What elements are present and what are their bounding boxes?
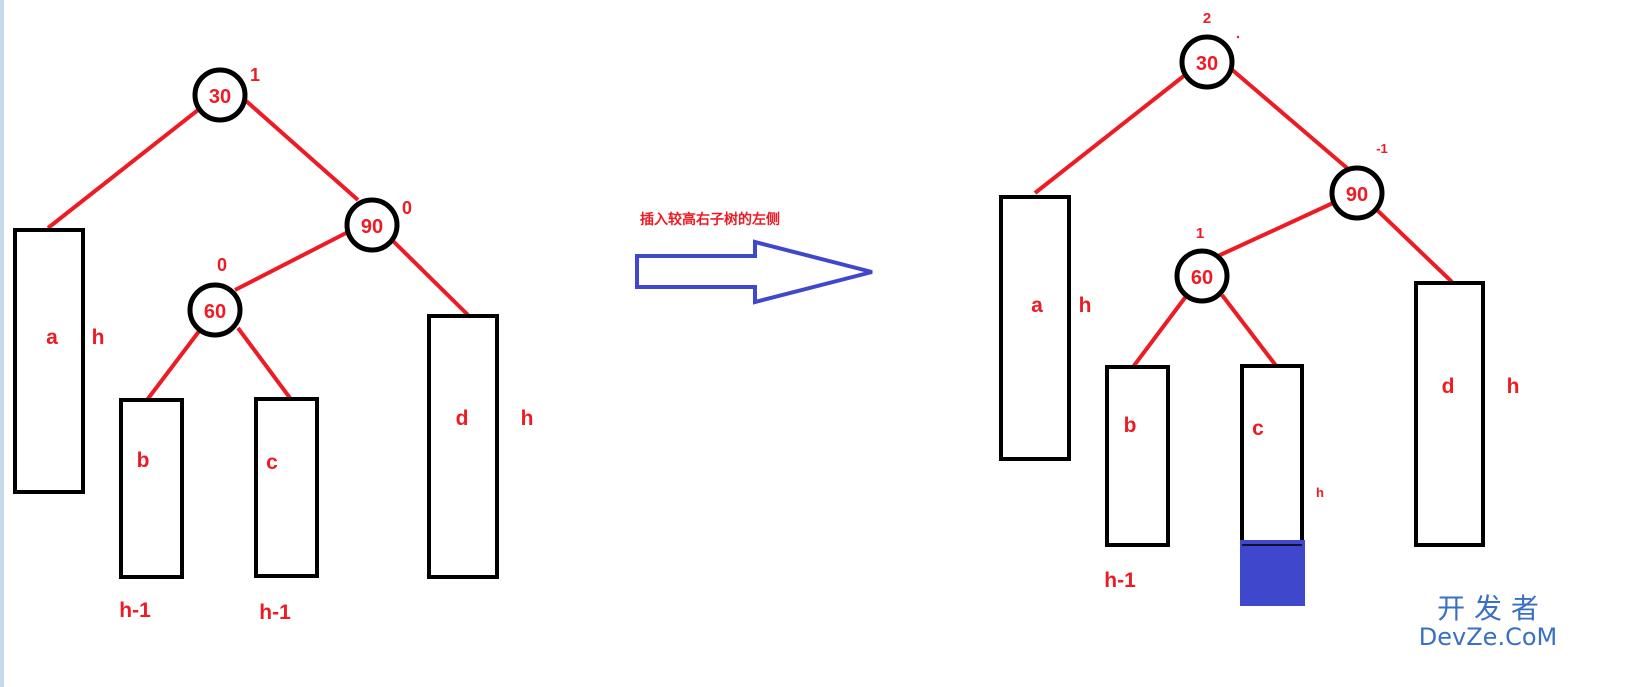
subtree-label: d bbox=[456, 407, 469, 430]
edge-90-60 bbox=[1217, 201, 1334, 258]
edge-30-90 bbox=[243, 98, 360, 202]
subtree-height: h bbox=[1507, 375, 1520, 398]
subtree-label: a bbox=[1031, 294, 1043, 317]
edge-60-b bbox=[1131, 293, 1189, 369]
left-edge-strip bbox=[0, 0, 4, 687]
node-key: 60 bbox=[204, 301, 226, 323]
watermark-line1: 开 发 者 bbox=[1437, 592, 1539, 625]
stray-mark bbox=[1236, 35, 1240, 39]
subtree-label: b bbox=[1124, 414, 1137, 437]
watermark-line2: DevZe.CoM bbox=[1419, 623, 1557, 651]
edge-30-a bbox=[1033, 73, 1187, 195]
edge-60-c bbox=[1220, 293, 1279, 369]
node-key: 30 bbox=[1196, 53, 1218, 75]
balance-factor: 2 bbox=[1203, 10, 1211, 27]
subtree-height: h bbox=[92, 326, 105, 349]
edge-90-d bbox=[1375, 208, 1454, 284]
subtree-d bbox=[427, 314, 499, 579]
subtree-a bbox=[999, 195, 1071, 461]
node-key: 90 bbox=[361, 216, 383, 238]
balance-factor: 1 bbox=[1196, 225, 1204, 242]
caption: 插入较高右子树的左侧 bbox=[640, 211, 780, 228]
subtree-label: a bbox=[46, 326, 58, 349]
subtree-height: h bbox=[521, 407, 534, 430]
subtree-label: d bbox=[1442, 375, 1455, 398]
subtree-c bbox=[1240, 364, 1304, 548]
balance-factor: 0 bbox=[402, 198, 412, 218]
subtree-label: c bbox=[266, 451, 278, 474]
edge-90-60 bbox=[234, 230, 349, 292]
subtree-height: h bbox=[1079, 294, 1092, 317]
subtree-d bbox=[1414, 281, 1485, 547]
tree-before: 30 90 60 1 0 0 a h b h-1 c h-1 d h bbox=[13, 65, 534, 624]
edge-30-a bbox=[46, 108, 200, 230]
node-key: 30 bbox=[209, 86, 231, 108]
edge-60-c bbox=[236, 326, 292, 400]
node-30 bbox=[192, 67, 248, 123]
node-90 bbox=[1329, 165, 1385, 221]
node-60 bbox=[1174, 248, 1230, 304]
node-key: 90 bbox=[1346, 184, 1368, 206]
subtree-height: h bbox=[1316, 485, 1324, 500]
subtree-height: h-1 bbox=[119, 599, 151, 622]
subtree-height: h-1 bbox=[259, 601, 291, 624]
right-arrow-icon bbox=[635, 239, 873, 305]
subtree-label: b bbox=[137, 449, 150, 472]
balance-factor: 0 bbox=[217, 255, 227, 275]
tree-after: 30 90 60 2 -1 1 a h b h-1 c h d h bbox=[999, 10, 1520, 606]
subtree-a bbox=[13, 228, 85, 494]
balance-factor: 1 bbox=[250, 65, 260, 85]
inserted-node-block bbox=[1240, 540, 1305, 606]
subtree-c bbox=[254, 397, 319, 578]
node-key: 60 bbox=[1191, 267, 1213, 289]
watermark-logo: 开 发 者 DevZe.CoM bbox=[1419, 592, 1557, 651]
node-90 bbox=[344, 197, 400, 253]
edge-30-90 bbox=[1228, 66, 1349, 170]
subtree-b bbox=[119, 398, 184, 579]
balance-factor: -1 bbox=[1376, 141, 1388, 156]
node-60 bbox=[187, 282, 243, 338]
subtree-label: c bbox=[1252, 417, 1264, 440]
edge-60-b bbox=[145, 328, 202, 402]
edge-90-d bbox=[390, 238, 470, 317]
subtree-height: h-1 bbox=[1104, 569, 1136, 592]
subtree-b bbox=[1105, 365, 1170, 547]
node-30 bbox=[1179, 34, 1235, 90]
